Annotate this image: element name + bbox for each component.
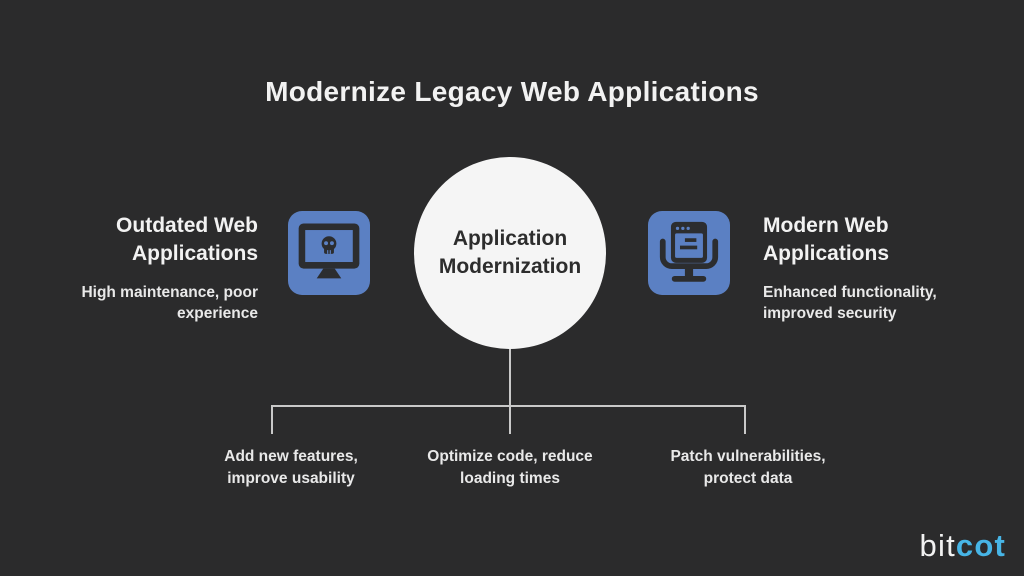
connector-drop-right bbox=[744, 405, 746, 434]
right-node-subtext: Enhanced functionality, improved securit… bbox=[763, 284, 937, 322]
browser-monitor-icon bbox=[648, 211, 730, 295]
center-node: Application Modernization bbox=[414, 157, 606, 349]
connector-stem bbox=[509, 349, 511, 406]
connector-drop-center bbox=[509, 405, 511, 434]
benefit-label-patch-vulnerabilities: Patch vulnerabilities, protect data bbox=[670, 448, 826, 487]
bitcot-logo: bitcot bbox=[920, 528, 1006, 564]
left-node-subtext: High maintenance, poor experience bbox=[81, 284, 258, 322]
connector-drop-left bbox=[271, 405, 273, 434]
benefit-label-optimize-code: Optimize code, reduce loading times bbox=[427, 448, 593, 487]
left-node-heading: Outdated Web Applications bbox=[116, 214, 258, 265]
benefit-label-add-features: Add new features, improve usability bbox=[224, 448, 358, 487]
connector-horizontal bbox=[271, 405, 746, 407]
right-node: Modern Web Applications Enhanced functio… bbox=[763, 212, 993, 324]
skull-monitor-icon bbox=[288, 211, 370, 295]
left-node: Outdated Web Applications High maintenan… bbox=[28, 212, 258, 324]
page-title: Modernize Legacy Web Applications bbox=[265, 76, 759, 107]
bitcot-logo-cot: cot bbox=[955, 528, 1006, 563]
right-node-heading: Modern Web Applications bbox=[763, 214, 890, 265]
center-node-label: Application Modernization bbox=[438, 227, 582, 278]
bitcot-logo-bit: bit bbox=[919, 528, 956, 563]
